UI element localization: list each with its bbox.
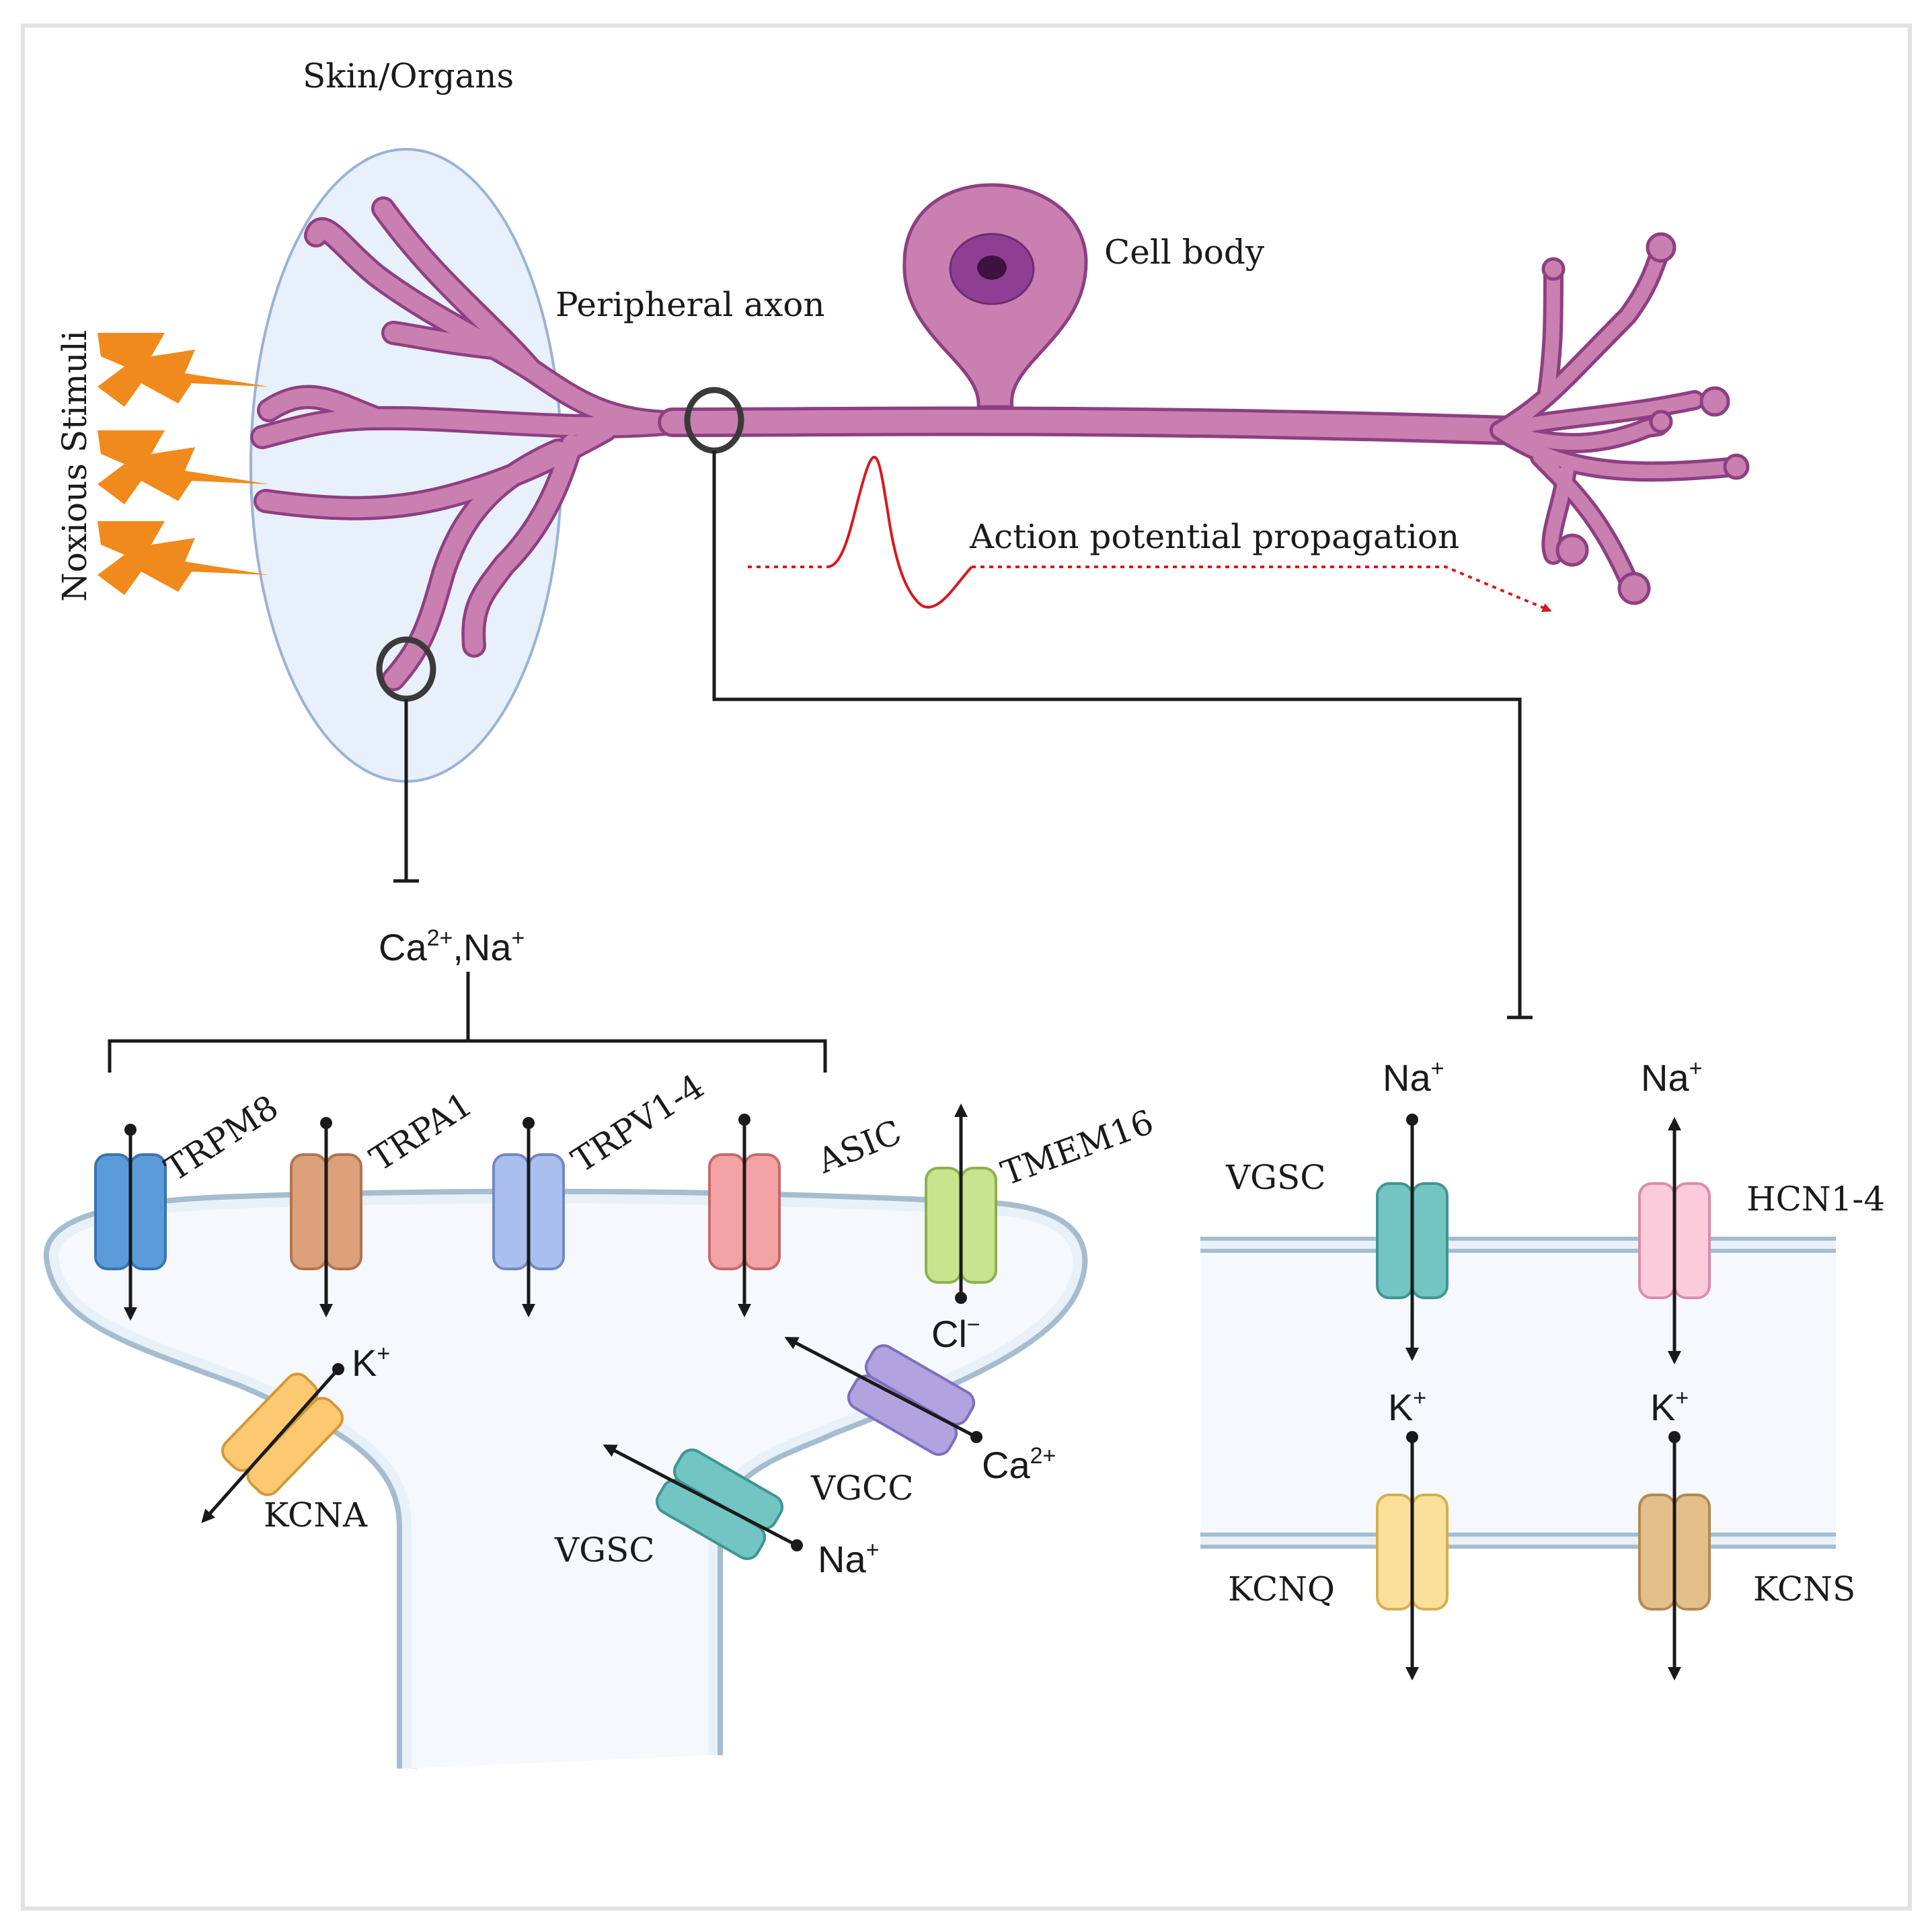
tmem16-channel [925,1104,997,1304]
terminal-connector [393,699,419,883]
kcna-channel [201,1363,349,1523]
asic-channel [708,1114,781,1317]
lightning-bolt-icon [98,333,269,407]
vgsc-terminal-label: VGSC [554,1531,655,1570]
vgsc-terminal-channel [603,1444,803,1565]
peripheral-terminal-branches [250,196,691,691]
lightning-bolt-icon [98,430,269,504]
na-ion-label-1: Na+ [1383,1056,1444,1099]
kcna-label: KCNA [264,1496,368,1535]
trpv1-4-channel [492,1117,565,1317]
na-ion-label: Na+ [818,1537,879,1580]
k-ion-label: K+ [352,1341,390,1384]
vgcc-label: VGCC [810,1469,914,1508]
central-terminal-branches [1490,232,1750,605]
vgsc-axon-channel [1376,1114,1449,1361]
cell-body-label: Cell body [1104,233,1265,272]
vgsc-axon-label: VGSC [1225,1158,1326,1197]
bracket [108,972,827,1073]
vgcc-channel [784,1336,982,1461]
cell-body [902,183,1088,409]
terminal-callout-circle [376,636,436,702]
axon [658,406,1521,445]
kcnq-channel [1376,1431,1449,1680]
terminal-ions-label: Ca2+,Na+ [379,925,525,968]
action-potential-label: Action potential propagation [969,517,1459,556]
axon-membrane-bottom [1200,1533,1836,1549]
k-ion-label-2: K+ [1650,1385,1689,1428]
skin-organs-label: Skin/Organs [303,56,514,95]
kcns-channel [1638,1431,1711,1680]
na-ion-label-2: Na+ [1641,1056,1702,1099]
trpa1-channel [290,1117,362,1317]
trpm8-channel [94,1124,167,1321]
noxious-stimuli-label: Noxious Stimuli [55,330,94,602]
kcnq-label: KCNQ [1228,1570,1335,1609]
k-ion-label-1: K+ [1388,1385,1426,1428]
axon-membrane-top [1200,1237,1836,1253]
hcn1-4-label: HCN1-4 [1746,1180,1885,1219]
axon-connector [712,451,1533,1019]
peripheral-axon-label: Peripheral axon [555,285,825,324]
kcns-label: KCNS [1753,1570,1855,1609]
axon-segment-panel [1200,1237,1836,1549]
ca-ion-label: Ca2+ [982,1443,1056,1486]
action-potential-trace [748,456,1552,613]
lightning-bolt-icon [98,521,269,595]
hcn1-4-channel [1638,1117,1711,1364]
